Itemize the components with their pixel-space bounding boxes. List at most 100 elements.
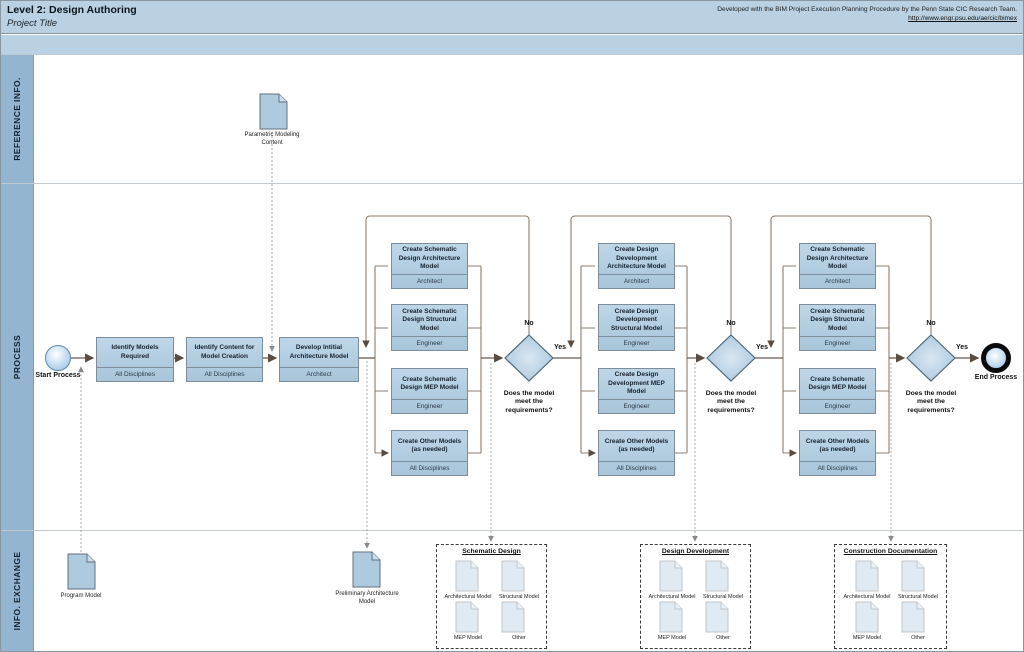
deliverable-group-title: Design Development: [661, 548, 730, 555]
task-role: All Disciplines: [800, 461, 875, 475]
doc-label: Other: [716, 635, 730, 641]
task-title: Create Design Development Architecture M…: [607, 246, 666, 271]
task-role: Architect: [800, 274, 875, 288]
task-role: Engineer: [599, 336, 674, 350]
document-icon-parametric: [259, 93, 288, 130]
task-g3-architecture: Create Schematic Design Architecture Mod…: [799, 243, 876, 289]
doc-label: Architectural Model: [648, 594, 696, 600]
task-title: Create Schematic Design Structural Model: [402, 307, 457, 332]
fanout-rail-1: [359, 266, 376, 453]
task-title: Create Other Models (as needed): [604, 437, 669, 453]
doc-label: Other: [512, 635, 526, 641]
doc-label: MEP Model: [852, 635, 882, 641]
fanout-arrows-3: [783, 265, 796, 453]
task-title: Identify Models Required: [111, 344, 159, 360]
task-title: Create Schematic Design Structural Model: [810, 307, 865, 332]
lane-process: PROCESS: [1, 183, 34, 530]
doc-label: Structural Model: [702, 594, 744, 600]
lane-info-exchange: INFO. EXCHANGE: [1, 530, 34, 651]
converge-rail-2: [675, 265, 688, 454]
task-g3-other: Create Other Models (as needed) All Disc…: [799, 430, 876, 476]
task-title: Create Schematic Design Architecture Mod…: [398, 246, 461, 271]
doc-label: Other: [911, 635, 925, 641]
start-event-icon: [45, 345, 71, 371]
task-role: All Disciplines: [599, 461, 674, 475]
decision3-no-label: No: [926, 320, 936, 327]
document-icon-preliminary: [352, 551, 381, 588]
task-role: Architect: [599, 274, 674, 288]
converge-rail-1: [468, 265, 482, 454]
decision2-no-label: No: [726, 320, 736, 327]
lane-separator: [1, 183, 1023, 184]
decision2-question: Does the model meet the requirements?: [705, 390, 757, 414]
task-role: Engineer: [599, 399, 674, 413]
preliminary-model-label: Preliminary Architecture Model: [335, 591, 399, 605]
header-bar: [1, 1, 1023, 34]
task-role: Architect: [392, 274, 467, 288]
task-role: Engineer: [800, 336, 875, 350]
task-role: Architect: [280, 367, 358, 381]
converge-rail-3: [876, 265, 890, 454]
loop-no-3: [767, 215, 932, 348]
task-g2-other: Create Other Models (as needed) All Disc…: [598, 430, 675, 476]
decision1-no-label: No: [524, 320, 534, 327]
decision1-yes-label: Yes: [554, 344, 567, 351]
task-identify-models: Identify Models Required All Disciplines: [96, 337, 174, 382]
task-role: All Disciplines: [392, 461, 467, 475]
deliverable-group-construction-documentation: Construction Documentation Architectural…: [834, 544, 947, 649]
project-title: Project Title: [7, 18, 58, 29]
task-g3-mep: Create Schematic Design MEP Model Engine…: [799, 368, 876, 414]
task-role: Engineer: [800, 399, 875, 413]
doc-label: Structural Model: [897, 594, 939, 600]
task-title: Create Schematic Design MEP Model: [808, 375, 867, 391]
doc-label: MEP Model: [657, 635, 687, 641]
program-model-label: Program Model: [60, 593, 102, 599]
fanout-arrows-1: [375, 265, 388, 453]
deliverable-group-title: Schematic Design: [462, 548, 521, 555]
task-develop-initial-model: Develop Intitial Architecture Model Arch…: [279, 337, 359, 382]
fanout-arrows-2: [581, 265, 595, 453]
decision3-yes-label: Yes: [956, 344, 969, 351]
loop-no-1: [362, 215, 530, 348]
decision3-question: Does the model meet the requirements?: [905, 390, 957, 414]
lane-separator: [1, 530, 1023, 531]
task-g1-mep: Create Schematic Design MEP Model Engine…: [391, 368, 468, 414]
doc-label: Structural Model: [498, 594, 540, 600]
page-title: Level 2: Design Authoring: [7, 4, 137, 16]
task-title: Create Schematic Design Architecture Mod…: [806, 246, 869, 271]
task-g2-mep: Create Design Development MEP Model Engi…: [598, 368, 675, 414]
end-event-label: End Process: [974, 374, 1018, 381]
task-g1-other: Create Other Models (as needed) All Disc…: [391, 430, 468, 476]
task-title: Create Design Development MEP Model: [608, 371, 665, 396]
decision2-yes-label: Yes: [756, 344, 769, 351]
loop-no-2: [567, 215, 732, 348]
task-role: Engineer: [392, 399, 467, 413]
task-title: Develop Intitial Architecture Model: [289, 344, 349, 360]
task-g3-structural: Create Schematic Design Structural Model…: [799, 304, 876, 351]
task-g1-structural: Create Schematic Design Structural Model…: [391, 304, 468, 351]
task-g2-structural: Create Design Development Structural Mod…: [598, 304, 675, 351]
doc-label: Architectural Model: [843, 594, 891, 600]
deliverable-group-schematic-design: Schematic Design Architectural Model Str…: [436, 544, 547, 649]
doc-label: Architectural Model: [444, 594, 492, 600]
task-g2-architecture: Create Design Development Architecture M…: [598, 243, 675, 289]
start-event-label: Start Process: [35, 372, 81, 379]
doc-label: MEP Model: [453, 635, 483, 641]
credit-link[interactable]: http://www.engr.psu.edu/ae/cic/bimex: [908, 15, 1017, 22]
credit-text: Developed with the BIM Project Execution…: [717, 6, 1017, 13]
task-title: Identify Content for Model Creation: [194, 344, 255, 360]
task-title: Create Other Models (as needed): [397, 437, 462, 453]
document-icon-program: [67, 553, 96, 590]
deliverable-group-title: Construction Documentation: [843, 548, 938, 555]
decision-gateway-3: [906, 334, 956, 382]
parametric-content-label: Parametric Modeling Content: [244, 132, 300, 146]
task-g1-architecture: Create Schematic Design Architecture Mod…: [391, 243, 468, 289]
decision1-question: Does the model meet the requirements?: [503, 390, 555, 414]
lane-reference-info: REFERENCE INFO.: [1, 55, 34, 183]
end-event-icon: [981, 343, 1011, 373]
decision-gateway-1: [504, 334, 554, 382]
task-title: Create Schematic Design MEP Model: [400, 375, 459, 391]
header-subbar: [1, 35, 1023, 55]
task-role: All Disciplines: [97, 367, 173, 381]
